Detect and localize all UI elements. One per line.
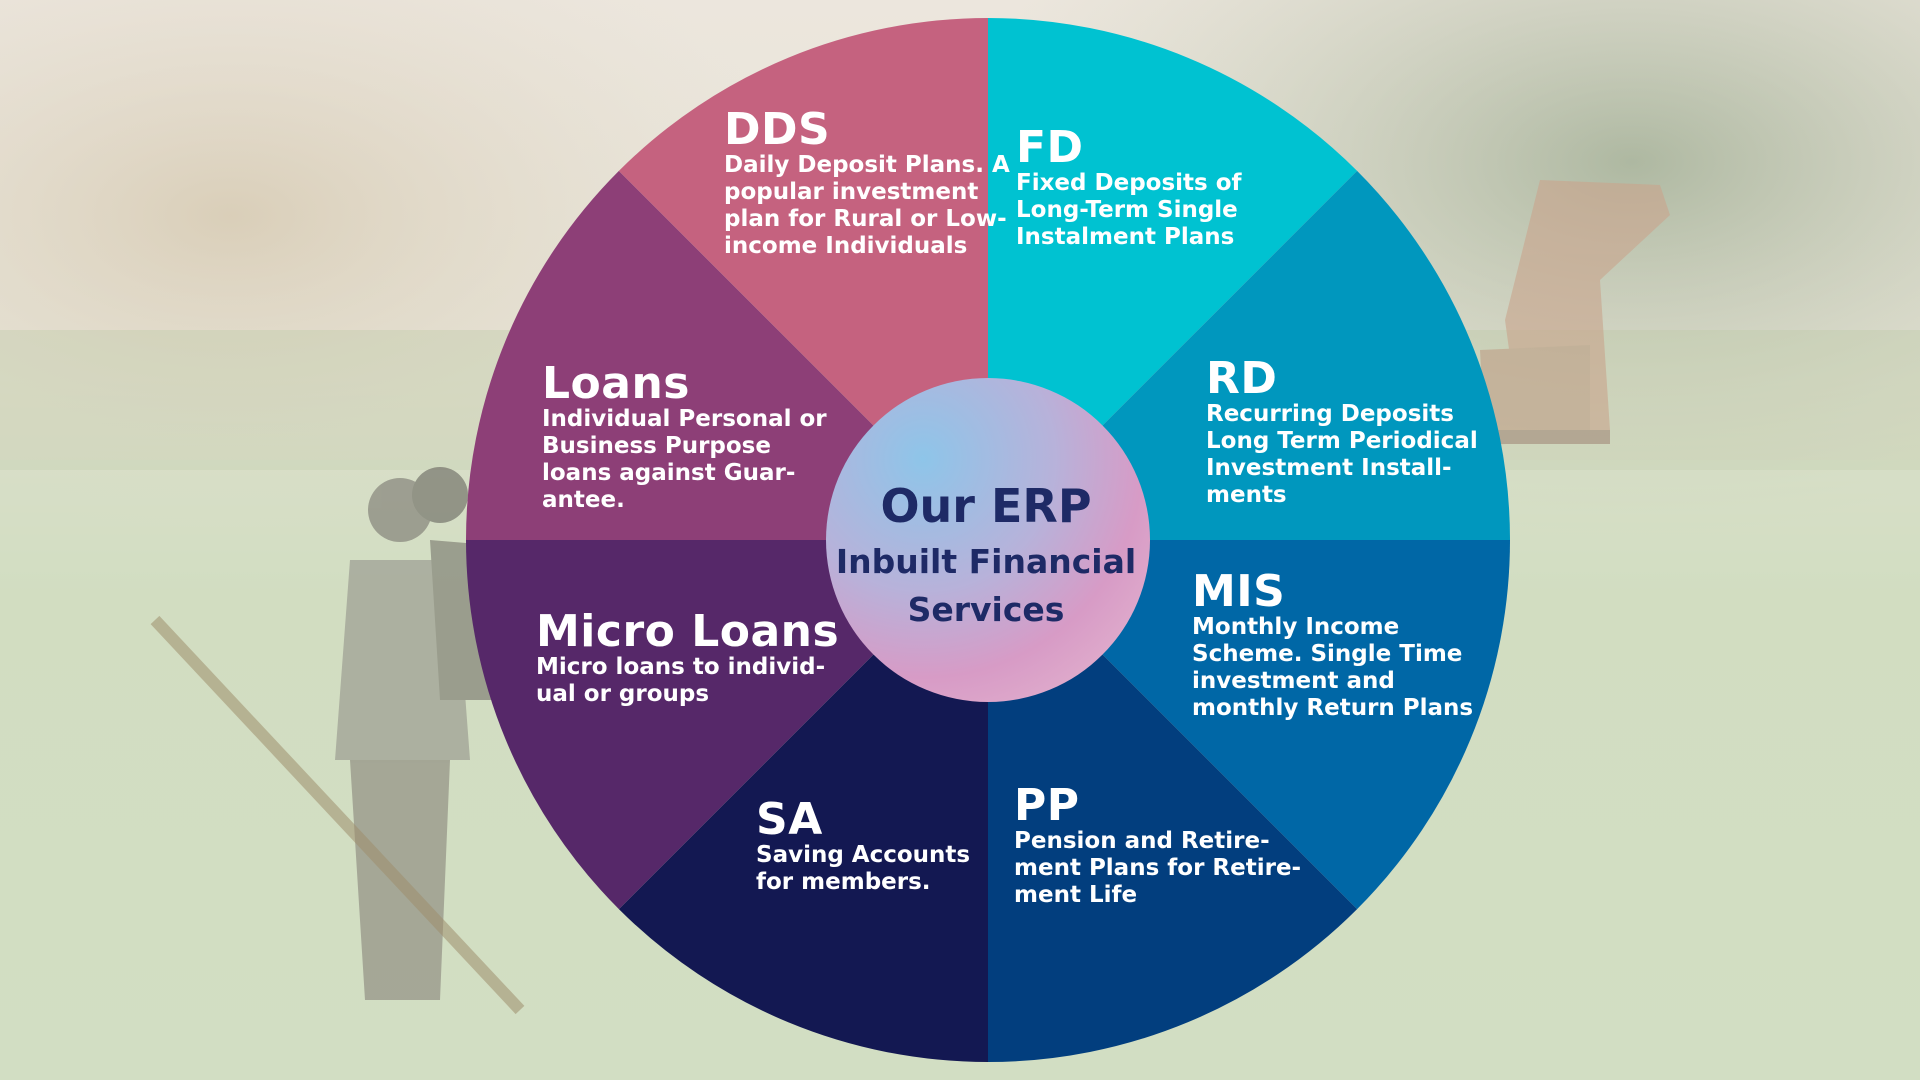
segment-pp-description: Pension and Retire- ment Plans for Retir… — [1014, 828, 1302, 908]
segment-mis-description: Monthly Income Scheme. Single Time inves… — [1192, 614, 1474, 721]
segment-fd: FD Fixed Deposits of Long-Term Single In… — [1016, 126, 1242, 251]
farm-machine-shape — [1470, 180, 1670, 445]
segment-fd-description: Fixed Deposits of Long-Term Single Insta… — [1016, 170, 1242, 250]
segment-rd: RD Recurring Deposits Long Term Periodic… — [1206, 357, 1478, 509]
segment-pp: PP Pension and Retire- ment Plans for Re… — [1014, 784, 1301, 909]
center-label: Our ERP Inbuilt Financial Services — [826, 478, 1146, 634]
segment-rd-description: Recurring Deposits Long Term Periodical … — [1206, 401, 1478, 508]
segment-dds-description: Daily Deposit Plans. A popular investmen… — [724, 152, 1010, 259]
segment-rd-title: RD — [1206, 353, 1278, 404]
segment-sa-description: Saving Accounts for members. — [756, 842, 971, 895]
segment-sa: SA Saving Accounts for members. — [756, 798, 970, 896]
segment-micro-loans-description: Micro loans to individ- ual or groups — [536, 654, 826, 707]
segment-loans: Loans Individual Personal or Business Pu… — [542, 362, 827, 514]
segment-loans-description: Individual Personal or Business Purpose … — [542, 406, 827, 513]
segment-mis: MIS Monthly Income Scheme. Single Time i… — [1192, 570, 1473, 722]
segment-sa-title: SA — [756, 794, 823, 845]
center-hub — [826, 378, 1150, 702]
segment-loans-title: Loans — [542, 358, 690, 409]
center-title: Our ERP — [880, 479, 1092, 533]
segment-mis-title: MIS — [1192, 566, 1286, 617]
segment-pp-title: PP — [1014, 780, 1080, 831]
segment-dds: DDS Daily Deposit Plans. A popular inves… — [724, 108, 1010, 260]
segment-micro-loans: Micro Loans Micro loans to individ- ual … — [536, 610, 839, 708]
segment-fd-title: FD — [1016, 122, 1084, 173]
center-subtitle: Inbuilt Financial Services — [835, 542, 1137, 629]
segment-dds-title: DDS — [724, 104, 831, 155]
segment-micro-loans-title: Micro Loans — [536, 606, 840, 657]
